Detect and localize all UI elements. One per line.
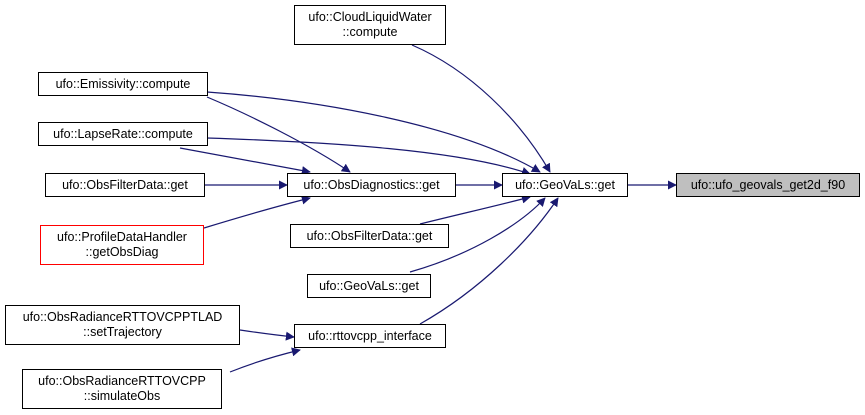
node-obsradiancerttovcpptlad-settrajectory[interactable]: ufo::ObsRadianceRTTOVCPPTLAD ::setTrajec… <box>5 305 240 345</box>
node-geovals-get-mid[interactable]: ufo::GeoVaLs::get <box>307 274 431 298</box>
node-label: ufo::ObsDiagnostics::get <box>303 177 440 192</box>
node-obsfilterdata-get-mid[interactable]: ufo::ObsFilterData::get <box>290 224 449 248</box>
edge-emissivity-to-obsdiagnostics <box>206 96 351 173</box>
node-obsfilterdata-get-left[interactable]: ufo::ObsFilterData::get <box>45 173 205 197</box>
node-label: ufo::rttovcpp_interface <box>308 328 432 343</box>
node-emissivity-compute[interactable]: ufo::Emissivity::compute <box>38 72 208 96</box>
edge-radiance-to-rttovcpp <box>229 347 301 373</box>
node-label: ufo::ObsFilterData::get <box>306 228 433 243</box>
node-cloudliquidwater-compute[interactable]: ufo::CloudLiquidWater ::compute <box>294 5 446 45</box>
edge-tlad-to-rttovcpp <box>239 329 295 341</box>
node-label: ufo::LapseRate::compute <box>53 126 193 141</box>
edge-rttovcpp-to-geovals <box>419 197 559 325</box>
node-obsdiagnostics-get[interactable]: ufo::ObsDiagnostics::get <box>287 173 456 197</box>
node-label-line-2: ::compute <box>342 25 398 39</box>
node-label: ufo::ufo_geovals_get2d_f90 <box>690 177 846 192</box>
node-label-line-1: ufo::ObsRadianceRTTOVCPPTLAD <box>22 310 223 324</box>
node-label-line-1: ufo::CloudLiquidWater <box>308 10 432 24</box>
edge-obsfilterdata-mid-to-geovals <box>419 194 531 225</box>
node-label-line-2: ::simulateObs <box>83 389 161 403</box>
node-obsradiancerttovcpp-simulateobs[interactable]: ufo::ObsRadianceRTTOVCPP ::simulateObs <box>22 369 222 409</box>
node-label: ufo::ObsFilterData::get <box>62 177 188 192</box>
node-label-line-1: ufo::ProfileDataHandler <box>57 230 187 244</box>
node-geovals-get[interactable]: ufo::GeoVaLs::get <box>502 173 628 197</box>
node-label: ufo::GeoVaLs::get <box>319 278 419 293</box>
node-ufo-geovals-get2d-f90: ufo::ufo_geovals_get2d_f90 <box>676 173 860 197</box>
edge-lapserate-to-geovals <box>206 137 531 176</box>
node-label-line-2: ::getObsDiag <box>85 245 159 259</box>
node-label-line-1: ufo::ObsRadianceRTTOVCPP <box>38 374 206 388</box>
node-rttovcpp-interface[interactable]: ufo::rttovcpp_interface <box>294 324 446 348</box>
edge-cloudliquidwater-to-geovals <box>411 44 551 173</box>
node-label-line-2: ::setTrajectory <box>83 325 162 339</box>
edge-profiledatahandler-to-obsdiagnostics <box>203 195 311 229</box>
edge-geovals-mid-to-geovals <box>409 197 546 273</box>
node-lapserate-compute[interactable]: ufo::LapseRate::compute <box>38 122 208 146</box>
node-profiledatahandler-getobsdiag[interactable]: ufo::ProfileDataHandler ::getObsDiag <box>40 225 204 265</box>
edge-lapserate-to-obsdiagnostics <box>179 147 311 175</box>
edge-emissivity-to-geovals <box>206 91 541 173</box>
node-label: ufo::GeoVaLs::get <box>515 177 615 192</box>
node-label: ufo::Emissivity::compute <box>55 76 191 91</box>
